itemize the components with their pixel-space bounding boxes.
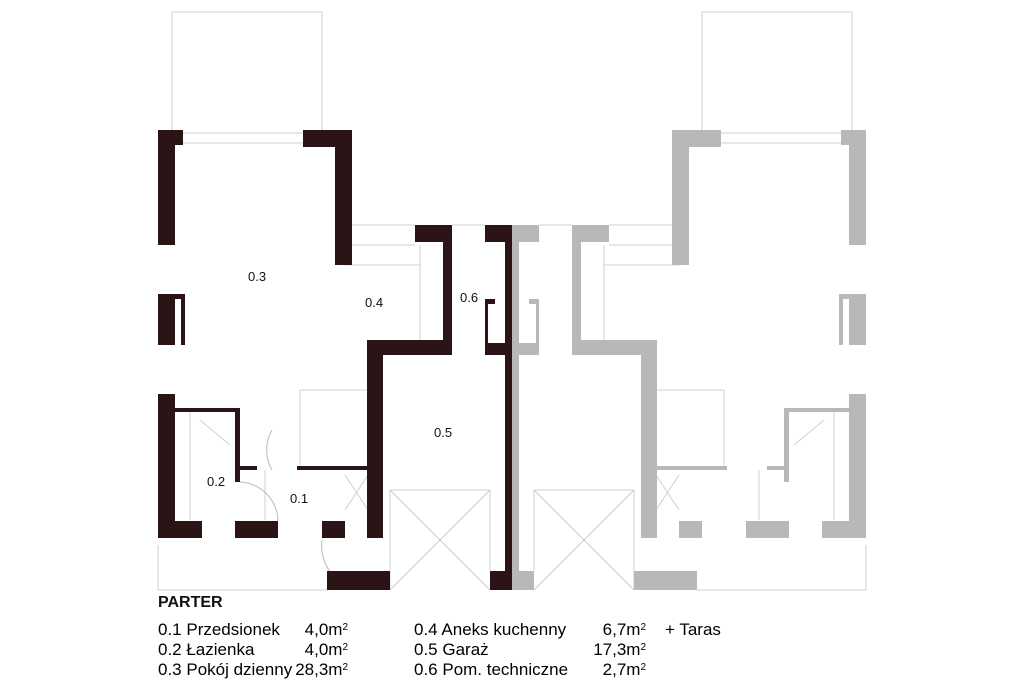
wall	[322, 521, 345, 538]
room-label-0.5: 0.5	[431, 424, 456, 441]
mirrored-wall	[849, 394, 866, 538]
mirrored-wall	[512, 571, 534, 590]
mirrored-wall	[839, 299, 843, 345]
legend-item-area: 4,0m2	[304, 620, 348, 639]
legend-item-area: 28,3m2	[295, 660, 348, 679]
mirrored-wall	[572, 340, 657, 355]
legend-item-area: 2,7m2	[602, 660, 646, 679]
wall	[367, 340, 383, 538]
wall	[327, 571, 390, 590]
mirrored-unit-walls	[512, 130, 866, 590]
wall	[415, 225, 452, 242]
wall	[335, 130, 352, 265]
legend-item-name: 0.4 Aneks kuchenny	[414, 620, 567, 639]
wall	[158, 130, 175, 245]
legend-item-area: 4,0m2	[304, 640, 348, 659]
wall	[175, 294, 185, 299]
legend-item-name: 0.6 Pom. techniczne	[414, 660, 569, 679]
legend-item-name: 0.1 Przedsionek	[158, 620, 280, 639]
mirrored-wall	[679, 521, 702, 538]
mirrored-wall	[536, 299, 539, 345]
wall	[175, 408, 238, 412]
thin-lines	[157, 11, 867, 591]
room-label-0.6: 0.6	[457, 289, 482, 306]
mirrored-wall	[849, 130, 866, 245]
door-swing	[266, 429, 273, 471]
mirrored-wall	[641, 340, 657, 538]
legend-extra-terrace: + Taras	[665, 620, 721, 639]
wall	[158, 394, 175, 538]
wall	[443, 225, 452, 355]
mirrored-wall	[572, 225, 581, 355]
wall	[158, 521, 202, 538]
wall	[181, 299, 185, 345]
mirrored-wall	[512, 343, 539, 355]
room-label-0.2: 0.2	[204, 473, 229, 490]
legend-item-name: 0.5 Garaż	[414, 640, 489, 659]
outline	[389, 489, 491, 591]
mirrored-wall	[839, 294, 849, 299]
mirrored-outline	[793, 419, 825, 446]
room-label-0.3: 0.3	[245, 268, 270, 285]
wall	[240, 466, 257, 470]
wall	[235, 408, 240, 482]
mirrored-wall	[784, 408, 789, 482]
mirrored-wall	[634, 571, 697, 590]
legend-item-area: 6,7m2	[602, 620, 646, 639]
mirrored-wall	[822, 521, 866, 538]
mirrored-wall	[572, 225, 609, 242]
legend-item-name: 0.2 Łazienka	[158, 640, 255, 659]
outline	[344, 474, 369, 511]
wall	[485, 299, 488, 345]
wall	[485, 343, 512, 355]
wall	[490, 571, 512, 590]
mirrored-outline	[533, 489, 635, 591]
walls	[158, 130, 512, 590]
legend-title: PARTER	[158, 594, 223, 611]
room-label-0.1: 0.1	[287, 490, 312, 507]
mirrored-wall	[746, 521, 789, 538]
wall	[485, 299, 495, 304]
wall	[235, 521, 278, 538]
legend: PARTER	[158, 594, 223, 618]
legend-item-name: 0.3 Pokój dzienny	[158, 660, 293, 679]
mirrored-wall	[672, 130, 689, 265]
mirrored-wall	[655, 466, 727, 470]
mirrored-wall	[529, 299, 539, 304]
wall	[158, 294, 175, 345]
legend-item-area: 17,3m2	[593, 640, 646, 659]
outline	[199, 419, 231, 446]
room-label-0.4: 0.4	[362, 294, 387, 311]
mirrored-wall	[767, 466, 784, 470]
mirrored-wall	[849, 294, 866, 345]
wall	[505, 225, 512, 590]
mirrored-wall	[512, 225, 519, 590]
door-swing	[239, 481, 279, 522]
wall	[297, 466, 369, 470]
mirrored-wall	[786, 408, 849, 412]
wall	[367, 340, 452, 355]
mirrored-outline	[655, 474, 680, 511]
